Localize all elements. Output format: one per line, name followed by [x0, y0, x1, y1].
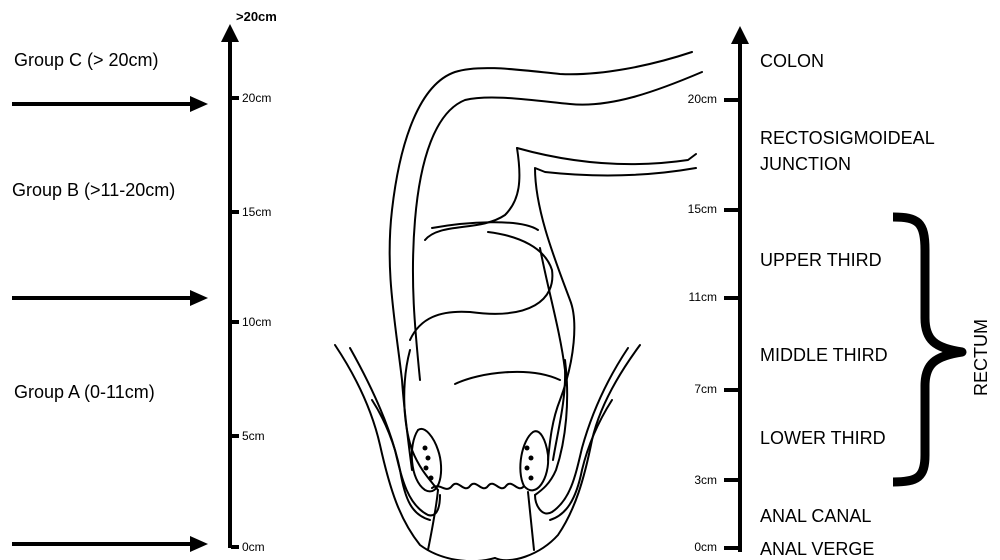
group-c-label: Group C (> 20cm)	[14, 51, 159, 69]
left-tick-20cm: 20cm	[242, 92, 271, 104]
region-anal-canal-label: ANAL CANAL	[760, 507, 871, 525]
region-middle-third-label: MIDDLE THIRD	[760, 346, 888, 364]
region-anal-verge-label: ANAL VERGE	[760, 540, 874, 558]
rectum-brace-icon	[893, 217, 962, 482]
right-tick-7cm: 7cm	[667, 383, 717, 395]
group-a-label: Group A (0-11cm)	[14, 383, 155, 401]
region-rectosigmoid-label-line1: RECTOSIGMOIDEAL	[760, 129, 935, 147]
right-tick-3cm: 3cm	[667, 474, 717, 486]
region-upper-third-label: UPPER THIRD	[760, 251, 882, 269]
region-rectosigmoid-label-line2: JUNCTION	[760, 155, 851, 173]
left-tick-10cm: 10cm	[242, 316, 271, 328]
left-tick-15cm: 15cm	[242, 206, 271, 218]
arrow-20cm-icon	[12, 96, 208, 112]
region-lower-third-label: LOWER THIRD	[760, 429, 886, 447]
arrow-0cm-icon	[12, 536, 208, 552]
right-tick-15cm: 15cm	[667, 203, 717, 215]
group-arrows	[12, 96, 208, 552]
right-tick-20cm: 20cm	[667, 93, 717, 105]
left-tick-0cm: 0cm	[242, 541, 265, 553]
arrow-11cm-icon	[12, 290, 208, 306]
left-tick-5cm: 5cm	[242, 430, 265, 442]
rectum-anatomy-drawing	[335, 52, 702, 560]
left-axis	[221, 24, 239, 549]
rectum-label: RECTUM	[972, 319, 990, 396]
region-colon-label: COLON	[760, 52, 824, 70]
group-b-label: Group B (>11-20cm)	[12, 181, 175, 199]
right-axis	[724, 26, 749, 552]
right-tick-11cm: 11cm	[667, 291, 717, 303]
left-axis-top-label: >20cm	[236, 10, 277, 23]
right-tick-0cm: 0cm	[667, 541, 717, 553]
left-axis-arrowhead-icon	[221, 24, 239, 42]
right-axis-arrowhead-icon	[731, 26, 749, 44]
